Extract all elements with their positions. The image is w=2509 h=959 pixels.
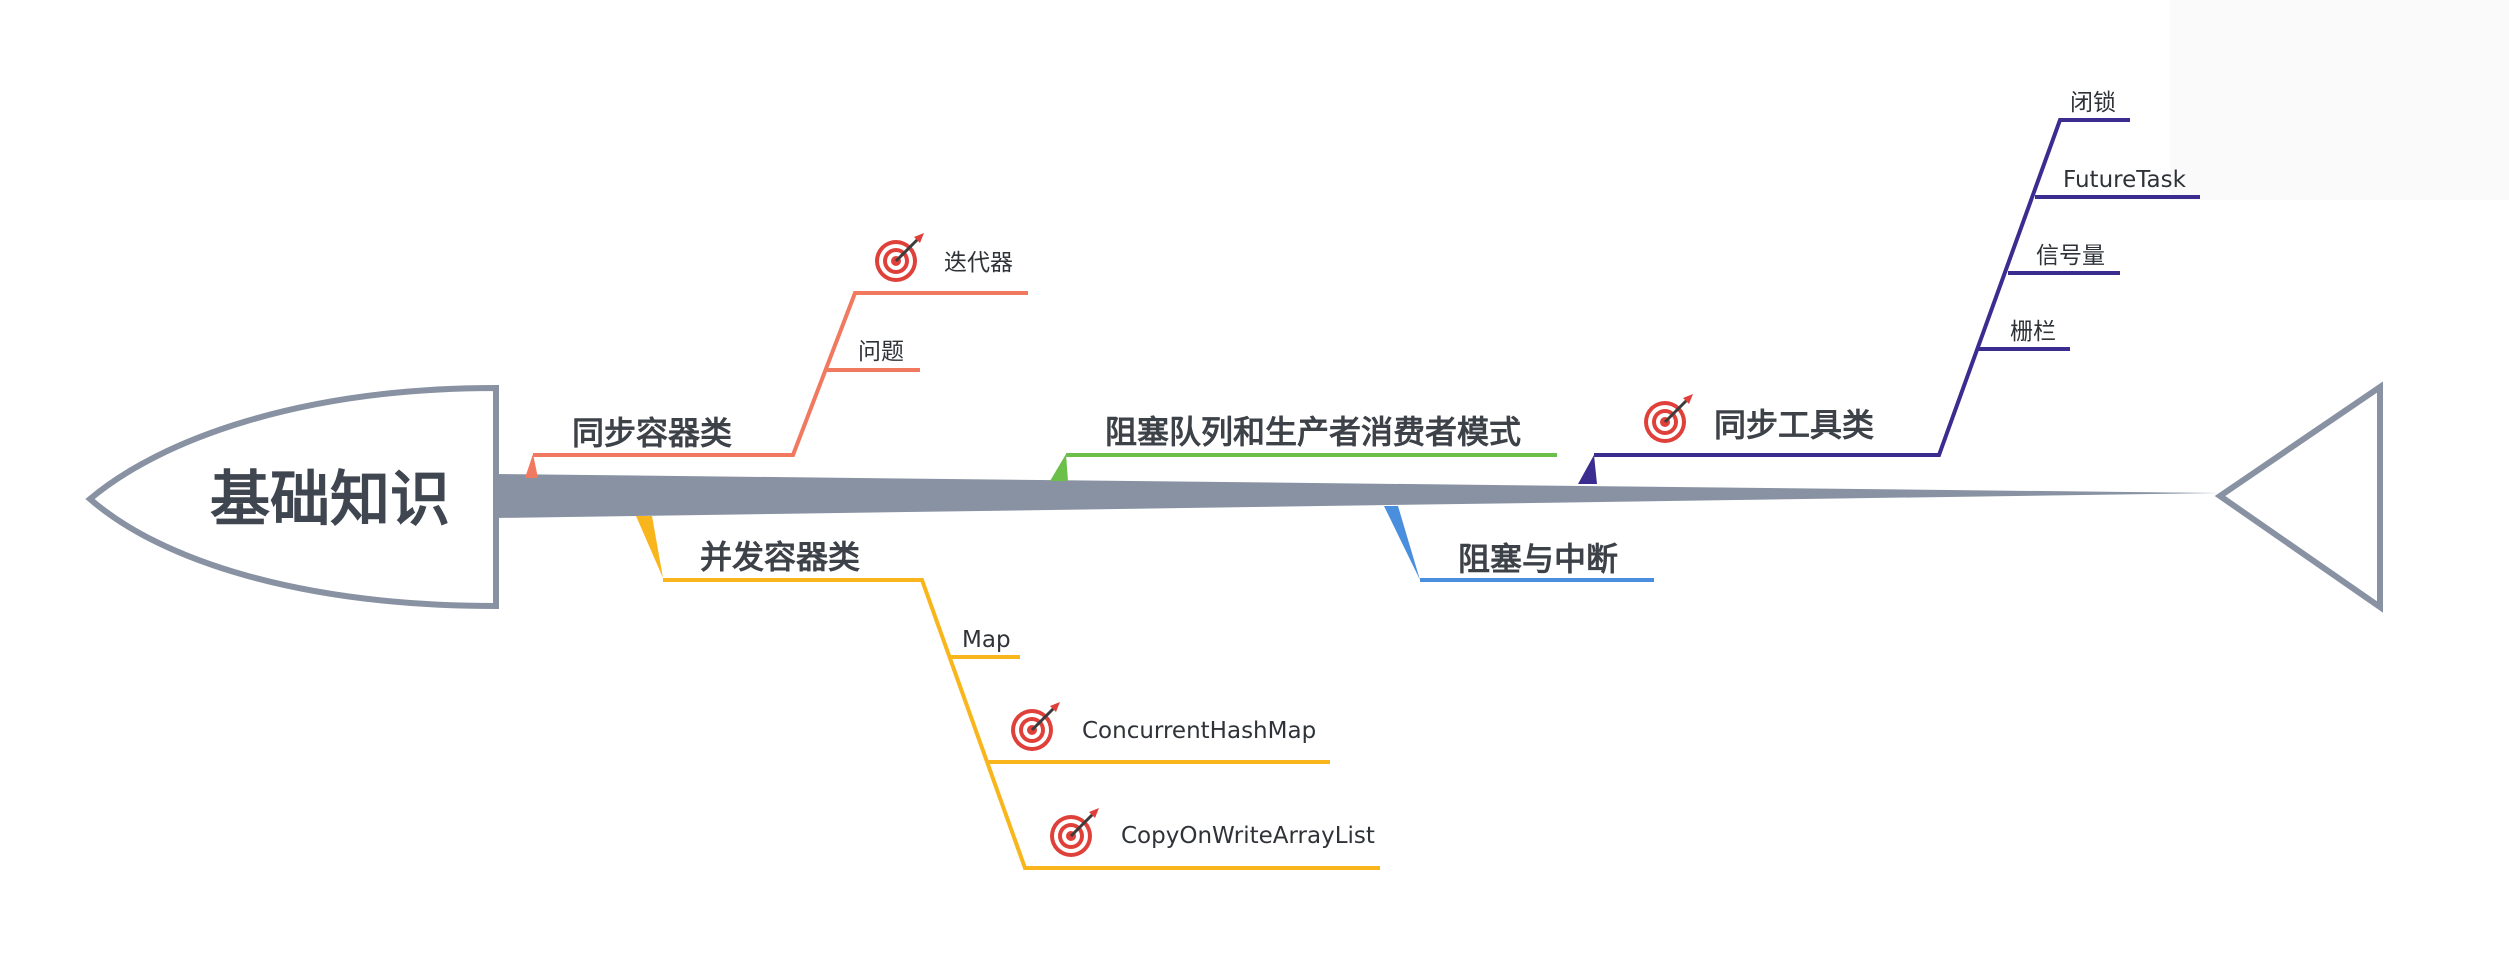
leaf-label-barrier[interactable]: 栅栏 bbox=[2010, 319, 2056, 345]
leaf-label-problem[interactable]: 问题 bbox=[858, 339, 904, 365]
branch-label-sync-containers[interactable]: 同步容器类 bbox=[572, 414, 732, 452]
target-icon bbox=[1642, 392, 1695, 445]
branch-label-blocking-interrupt[interactable]: 阻塞与中断 bbox=[1458, 540, 1618, 578]
branch-label-concurrent-containers[interactable]: 并发容器类 bbox=[700, 538, 860, 576]
fishbone-spine bbox=[496, 474, 2220, 518]
leaf-label-futuretask[interactable]: FutureTask bbox=[2063, 167, 2187, 193]
leaf-label-semaphore[interactable]: 信号量 bbox=[2036, 243, 2105, 269]
background-smudge bbox=[2170, 0, 2509, 200]
fishbone-tail bbox=[2214, 381, 2383, 613]
root-head-shape bbox=[85, 384, 499, 610]
target-icon bbox=[873, 231, 926, 284]
target-icon bbox=[1048, 806, 1101, 859]
branch-blocking-interrupt: 阻塞与中断 bbox=[1384, 506, 1654, 582]
leaf-label-concurrenthashmap[interactable]: ConcurrentHashMap bbox=[1082, 718, 1316, 744]
branch-label-sync-tools[interactable]: 同步工具类 bbox=[1714, 406, 1874, 444]
branch-sync-tools: 同步工具类 闭锁 FutureTask 信号量 栅栏 bbox=[1578, 90, 2200, 484]
leaf-label-map[interactable]: Map bbox=[962, 627, 1011, 653]
branch-concurrent-containers: 并发容器类 Map ConcurrentHashMap CopyOnWriteA… bbox=[636, 516, 1380, 870]
target-icon bbox=[1009, 700, 1062, 753]
branch-label-blocking-queue[interactable]: 阻塞队列和生产者消费者模式 bbox=[1105, 413, 1521, 451]
branch-blocking-queue: 阻塞队列和生产者消费者模式 bbox=[1050, 413, 1557, 481]
leaf-label-copyonwritearraylist[interactable]: CopyOnWriteArrayList bbox=[1121, 823, 1375, 849]
root-title: 基础知识 bbox=[210, 465, 450, 535]
leaf-label-iterator[interactable]: 迭代器 bbox=[944, 250, 1013, 276]
branch-sync-containers: 同步容器类 迭代器 问题 bbox=[525, 231, 1028, 478]
leaf-label-latch[interactable]: 闭锁 bbox=[2070, 90, 2116, 116]
